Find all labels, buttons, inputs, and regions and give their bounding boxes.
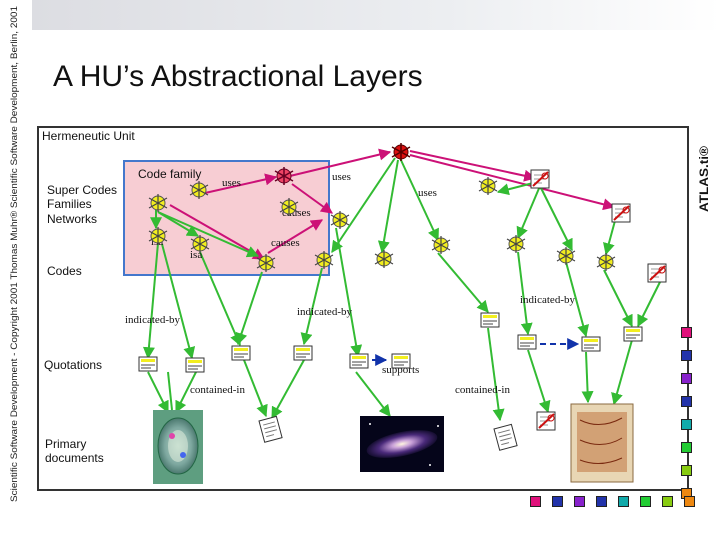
quotation-icon xyxy=(293,345,313,361)
code-icon xyxy=(314,251,334,269)
palette-square xyxy=(596,496,607,507)
codes-label: Codes xyxy=(47,264,82,278)
code-icon xyxy=(330,211,350,229)
document-manuscript-image[interactable] xyxy=(570,403,634,483)
code-icon xyxy=(148,227,168,245)
document-text-icon[interactable] xyxy=(493,423,518,451)
memo-icon xyxy=(530,169,550,189)
hermeneutic-unit-label: Hermeneutic Unit xyxy=(42,129,135,143)
quotation-icon xyxy=(517,334,537,350)
document-text-icon[interactable] xyxy=(258,415,283,443)
atlas-brand-label: ATLAS.ti® xyxy=(697,146,711,212)
palette-square xyxy=(681,442,692,453)
green-edges xyxy=(142,157,661,422)
rel-causes-2: causes xyxy=(271,237,300,249)
palette-square xyxy=(681,419,692,430)
palette-square xyxy=(681,373,692,384)
code-family-label: Code family xyxy=(138,167,201,181)
code-icon xyxy=(148,194,168,212)
relation-labels: uses uses uses causes causes isa isa ind… xyxy=(125,171,575,396)
quotation-icon xyxy=(391,353,411,369)
palette-square xyxy=(684,496,695,507)
side-copyright-text: Scientific Software Development - Copyri… xyxy=(4,2,24,504)
side-copyright-label: Scientific Software Development - Copyri… xyxy=(8,6,19,502)
palette-square xyxy=(681,396,692,407)
quotation-icon xyxy=(480,312,500,328)
quotation-icon xyxy=(138,356,158,372)
quotation-icon xyxy=(623,326,643,342)
palette-square xyxy=(681,350,692,361)
slide-title: A HU’s Abstractional Layers xyxy=(53,60,423,93)
rel-uses-2: uses xyxy=(332,171,351,183)
code-icon xyxy=(374,250,394,268)
palette-square xyxy=(662,496,673,507)
super-code-icon[interactable] xyxy=(391,143,411,161)
top-gradient-bar xyxy=(32,0,720,30)
rel-isa-2: isa xyxy=(190,249,202,261)
memo-icon xyxy=(536,411,556,431)
code-icon xyxy=(279,198,299,216)
document-galaxy-image[interactable] xyxy=(360,416,444,472)
rel-contained-2: contained-in xyxy=(455,384,510,396)
document-brain-image[interactable] xyxy=(153,410,203,484)
code-icon xyxy=(506,235,526,253)
palette-square xyxy=(640,496,651,507)
quotation-document-edge xyxy=(167,371,173,411)
code-icon xyxy=(189,181,209,199)
rel-uses-1: uses xyxy=(222,177,241,189)
palette-square xyxy=(681,465,692,476)
quotation-icon xyxy=(231,345,251,361)
code-icon xyxy=(556,247,576,265)
memo-icons[interactable] xyxy=(530,169,667,431)
memo-icon xyxy=(647,263,667,283)
super-codes-label: Super Codes Families Networks xyxy=(47,183,120,226)
quotation-icons[interactable] xyxy=(138,312,643,373)
rel-indicated-3: indicated-by xyxy=(520,294,575,306)
super-code-icon[interactable] xyxy=(274,167,294,185)
quotation-icon xyxy=(185,357,205,373)
palette-square xyxy=(530,496,541,507)
code-icon xyxy=(256,254,276,272)
atlas-brand: ATLAS.ti® xyxy=(692,140,714,220)
palette-square xyxy=(681,327,692,338)
palette-square xyxy=(552,496,563,507)
primary-documents-label: Primary documents xyxy=(45,437,104,465)
rel-indicated-2: indicated-by xyxy=(297,306,352,318)
palette-square xyxy=(618,496,629,507)
memo-icon xyxy=(611,203,631,223)
rel-contained-1: contained-in xyxy=(190,384,245,396)
code-icon xyxy=(596,253,616,271)
quotation-icon xyxy=(349,353,369,369)
rel-indicated-1: indicated-by xyxy=(125,314,180,326)
palette-square xyxy=(574,496,585,507)
code-icon xyxy=(431,236,451,254)
code-icon xyxy=(478,177,498,195)
rel-uses-3: uses xyxy=(418,187,437,199)
code-icons[interactable] xyxy=(148,177,616,272)
quotations-label: Quotations xyxy=(44,358,102,372)
code-icon xyxy=(190,235,210,253)
quotation-icon xyxy=(581,336,601,352)
